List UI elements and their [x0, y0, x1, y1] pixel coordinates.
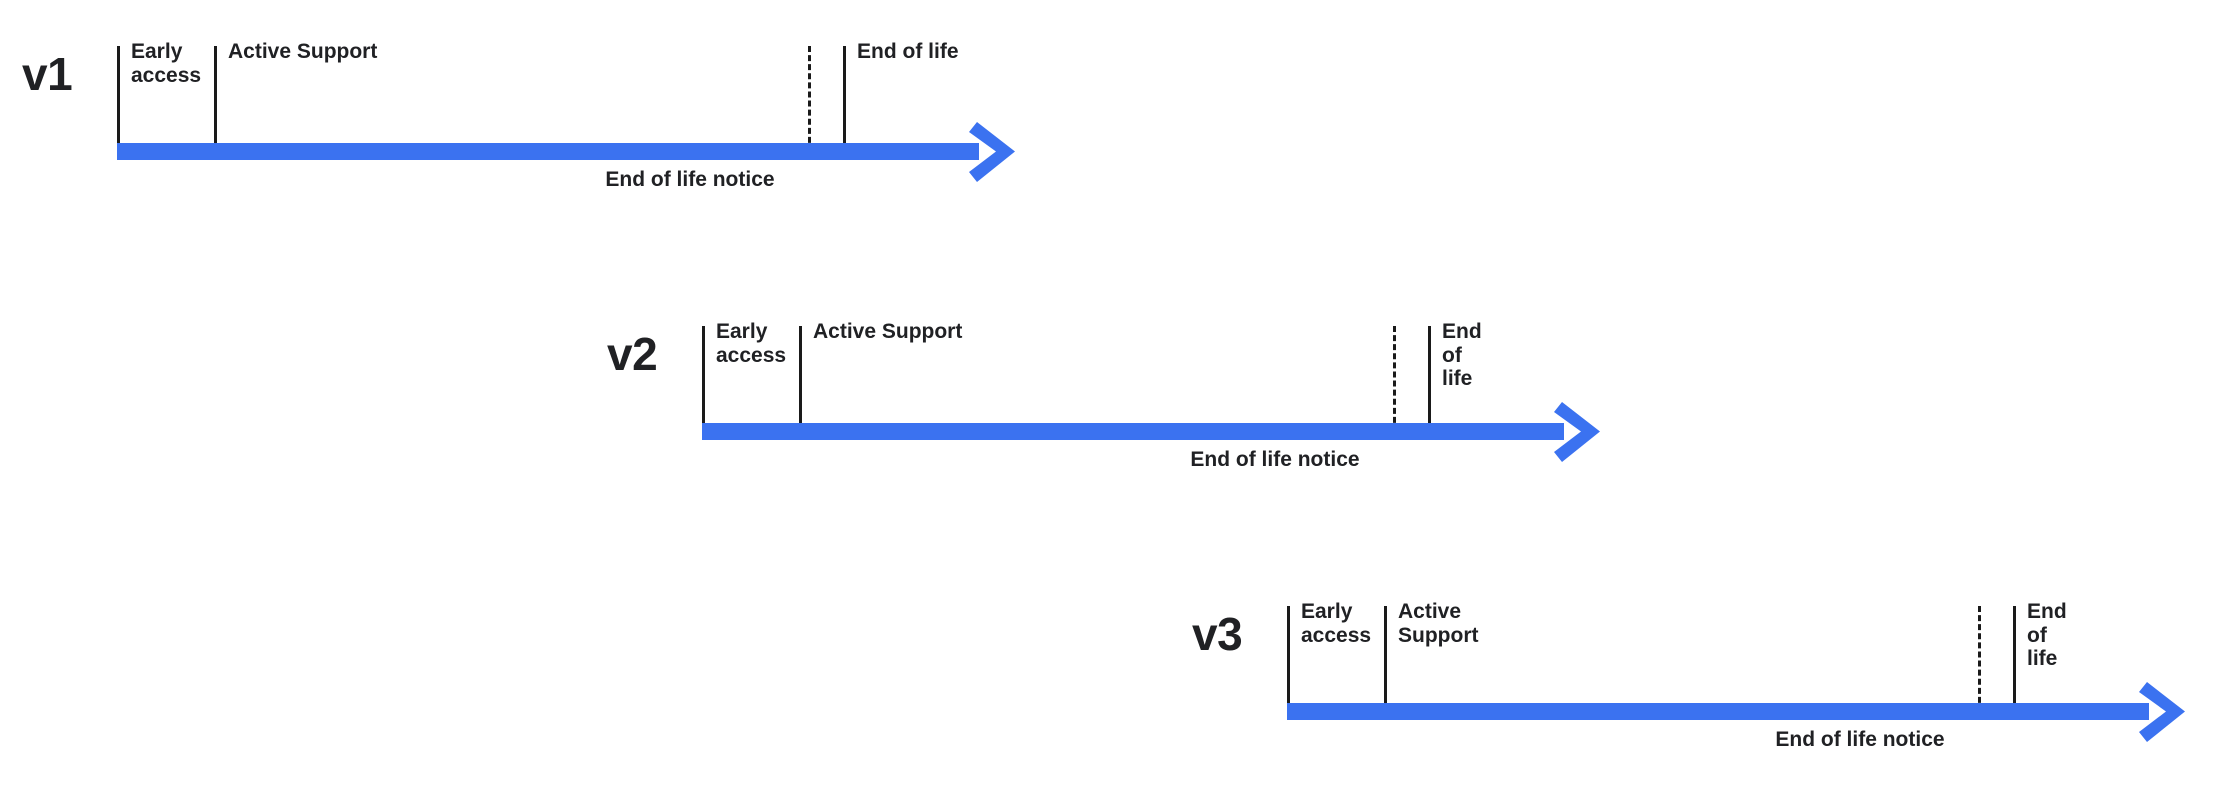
end-of-life-notice-label-v3: End of life notice [1775, 728, 1945, 751]
phase-label-end-of-life: End of life [2027, 600, 2067, 671]
arrow-shaft [702, 423, 1564, 440]
lifecycle-arrow-v2 [702, 402, 1600, 462]
version-label-v2: v2 [607, 328, 658, 380]
tick-active-support [1384, 606, 1387, 712]
tick-active-support [799, 326, 802, 432]
version-label-v3: v3 [1192, 608, 1243, 660]
tick-end-of-life [2013, 606, 2016, 712]
tick-end-of-life-notice-start [808, 46, 811, 152]
arrow-shaft [117, 143, 979, 160]
arrow-shaft [1287, 703, 2149, 720]
tick-early-access [702, 326, 705, 432]
phase-label-early-access: Early access [131, 40, 202, 87]
phase-label-active-support: Active Support [1398, 600, 1479, 647]
phase-label-active-support: Active Support [813, 320, 963, 343]
version-label-v1: v1 [22, 48, 73, 100]
phase-label-early-access: Early access [1301, 600, 1372, 647]
tick-end-of-life [843, 46, 846, 152]
phase-label-active-support: Active Support [228, 40, 378, 63]
lifecycle-arrow-v3 [1287, 682, 2185, 742]
end-of-life-notice-label-v2: End of life notice [1190, 448, 1360, 471]
tick-end-of-life [1428, 326, 1431, 432]
arrow-head-icon [969, 122, 1015, 182]
tick-end-of-life-notice-start [1393, 326, 1396, 432]
arrow-head-icon [1554, 402, 1600, 462]
lifecycle-arrow-v1 [117, 122, 1015, 182]
tick-active-support [214, 46, 217, 152]
tick-early-access [117, 46, 120, 152]
arrow-head-icon [2139, 682, 2185, 742]
tick-early-access [1287, 606, 1290, 712]
phase-label-early-access: Early access [716, 320, 787, 367]
end-of-life-notice-label-v1: End of life notice [605, 168, 775, 191]
tick-end-of-life-notice-start [1978, 606, 1981, 712]
phase-label-end-of-life: End of life [1442, 320, 1482, 391]
phase-label-end-of-life: End of life [857, 40, 959, 63]
